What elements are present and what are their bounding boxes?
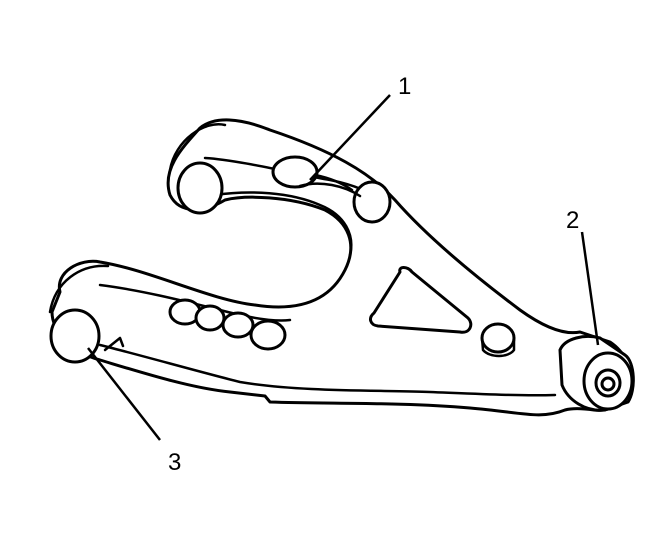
lower-edge-step bbox=[103, 336, 125, 352]
callout-1: 1 bbox=[398, 73, 411, 100]
lower-pocket-2 bbox=[194, 304, 226, 332]
leader-2 bbox=[580, 231, 600, 346]
upper-pocket-groove bbox=[313, 173, 354, 192]
upper-bushing-eye bbox=[176, 161, 224, 215]
arm-body bbox=[50, 118, 632, 417]
ball-joint-boss bbox=[480, 322, 516, 354]
control-arm bbox=[48, 118, 635, 417]
lower-pocket-3 bbox=[221, 311, 255, 339]
boss-side bbox=[480, 336, 516, 358]
lower-arm-flange bbox=[98, 343, 557, 397]
upper-rib-lower-edge bbox=[213, 191, 353, 257]
leader-3 bbox=[87, 347, 161, 441]
lower-pocket-4 bbox=[249, 319, 287, 351]
rear-bushing bbox=[558, 335, 635, 412]
bushing-bore bbox=[600, 376, 616, 392]
upper-pocket-right bbox=[352, 180, 392, 224]
upper-eye-rim bbox=[168, 122, 227, 172]
callout-3: 3 bbox=[168, 449, 181, 476]
upper-pocket-web bbox=[298, 182, 362, 198]
lower-bushing-eye bbox=[49, 308, 101, 364]
triangle-cutout bbox=[369, 266, 473, 334]
callout-2: 2 bbox=[566, 207, 579, 234]
leader-1 bbox=[309, 94, 391, 181]
lower-eye-rim bbox=[48, 264, 110, 314]
lower-pockets bbox=[168, 298, 287, 351]
upper-pocket-left bbox=[271, 155, 319, 189]
